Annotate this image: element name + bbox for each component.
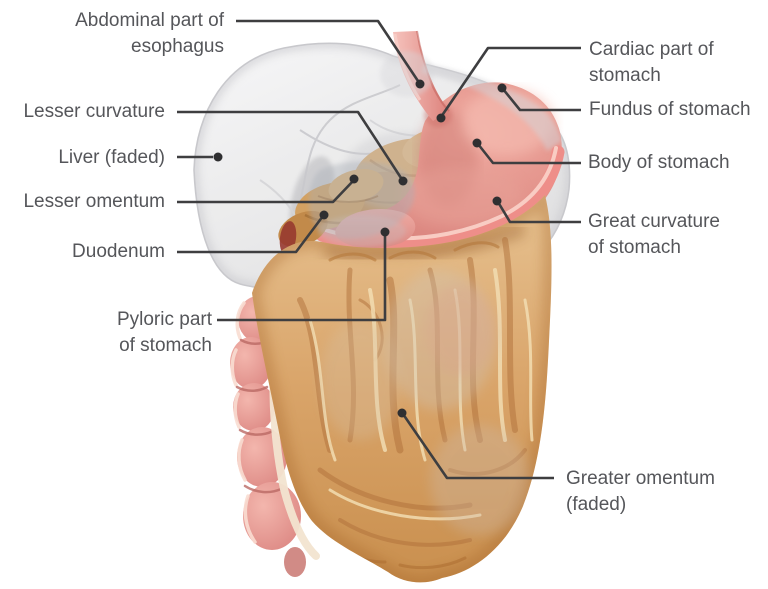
label-greater-omentum-faded: Greater omentum (faded) bbox=[566, 468, 715, 515]
label-cardiac-part-of-stomach: Cardiac part of stomach bbox=[589, 39, 714, 86]
label-lesser-curvature: Lesser curvature bbox=[23, 101, 165, 122]
label-body-of-stomach: Body of stomach bbox=[588, 152, 730, 173]
label-lesser-omentum: Lesser omentum bbox=[23, 191, 165, 212]
leader-dots bbox=[213, 79, 507, 418]
leader-fundus bbox=[501, 88, 581, 112]
leader-greater-omentum bbox=[401, 413, 554, 480]
leader-pyloric bbox=[217, 233, 387, 322]
label-fundus-of-stomach: Fundus of stomach bbox=[589, 99, 751, 120]
leader-great-curvature bbox=[496, 201, 581, 224]
leader-duodenum bbox=[177, 215, 325, 254]
leader-cardiac bbox=[439, 46, 581, 118]
liver-film-over-fundus bbox=[421, 63, 562, 151]
leader-abdominal-esophagus bbox=[236, 19, 422, 85]
label-duodenum: Duodenum bbox=[72, 241, 165, 262]
label-pyloric-part-of-stomach: Pyloric part of stomach bbox=[116, 309, 212, 356]
duodenum-lesser-omentum-cluster bbox=[278, 161, 416, 255]
label-abdominal-part-of-esophagus: Abdominal part of esophagus bbox=[75, 10, 224, 57]
leader-lines bbox=[177, 19, 581, 480]
greater-omentum-shape bbox=[252, 195, 552, 583]
label-liver-faded: Liver (faded) bbox=[58, 147, 165, 168]
leader-lesser-omentum bbox=[177, 179, 355, 204]
leader-body bbox=[476, 143, 581, 165]
leader-lesser-curvature bbox=[177, 110, 405, 182]
label-great-curvature-of-stomach: Great curvature of stomach bbox=[588, 211, 720, 258]
